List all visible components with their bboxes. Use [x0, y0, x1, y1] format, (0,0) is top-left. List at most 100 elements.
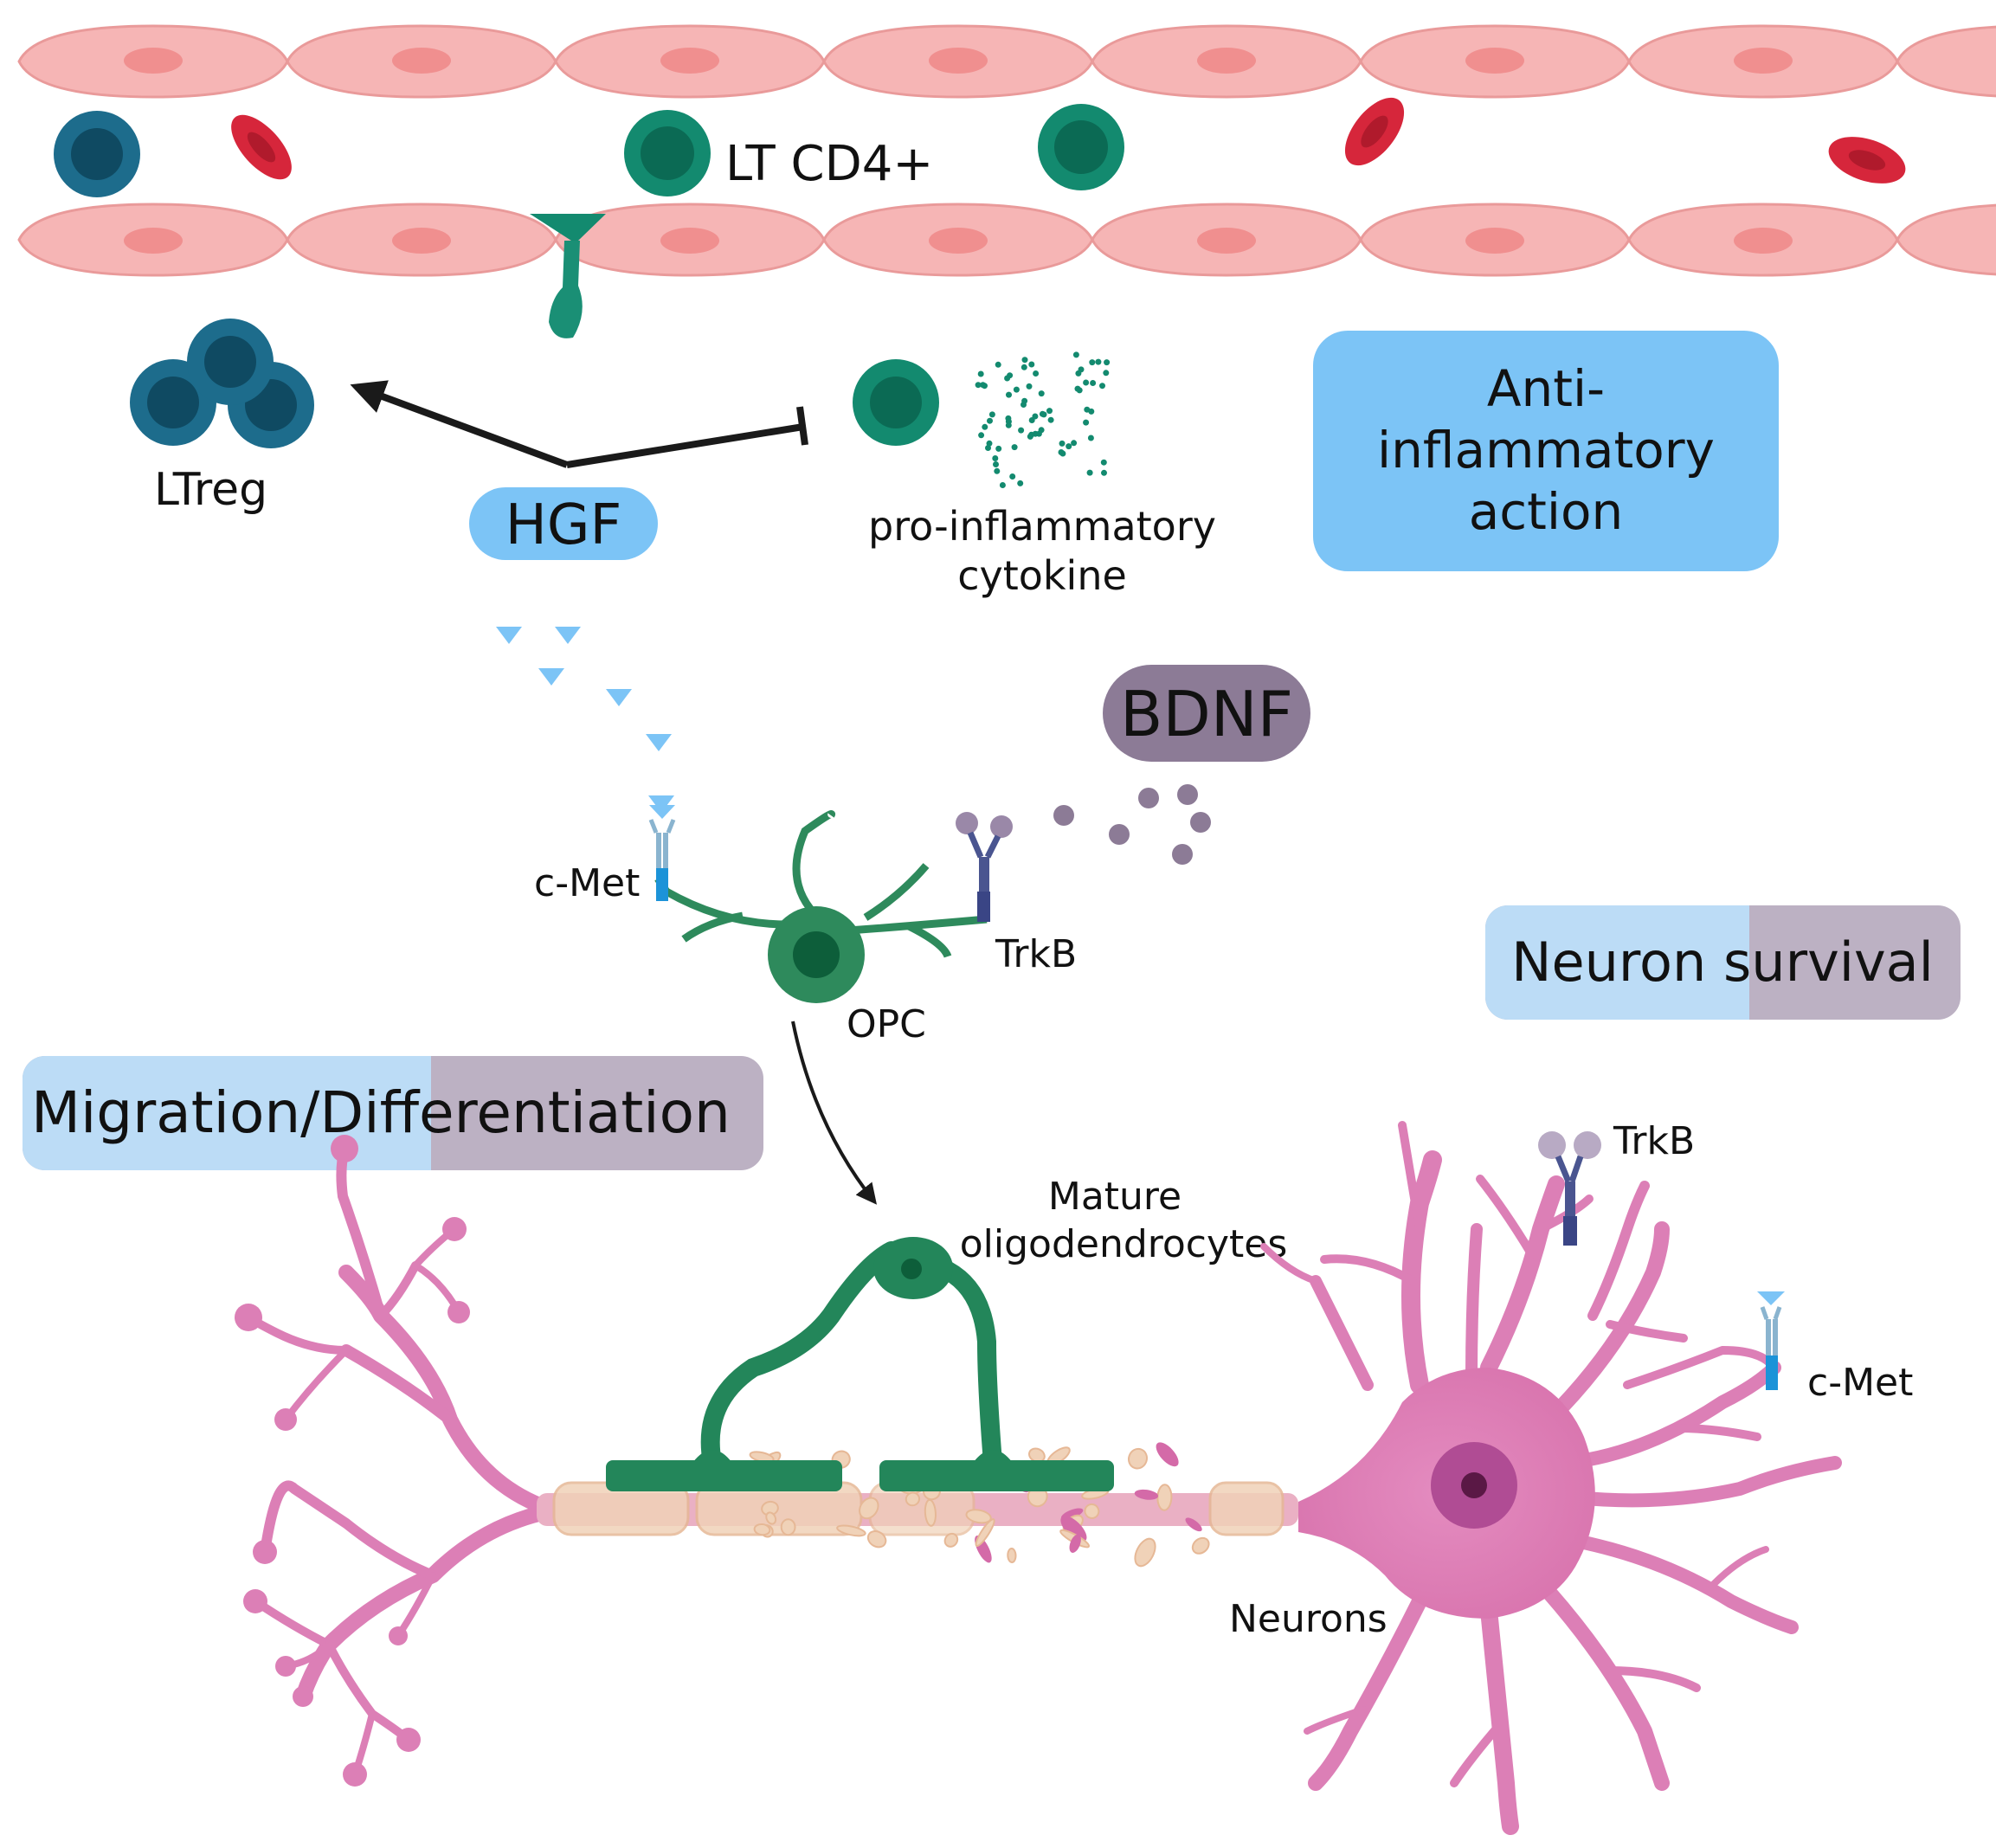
- neuron-survival-label: Neuron survival: [1511, 930, 1934, 994]
- cytokine-dot: [978, 432, 985, 439]
- vessel-wall-top: [17, 24, 1996, 99]
- vessel-wall-bottom: [17, 203, 1996, 277]
- cytokine-dot: [1021, 397, 1028, 404]
- debris-fragment: [1069, 1534, 1081, 1553]
- endothelial-cell: [1896, 203, 1996, 276]
- cytokine-dot: [982, 423, 988, 430]
- differentiation-arrow: [791, 1021, 877, 1205]
- cytokine-dot: [1035, 430, 1042, 437]
- cytokine-dot: [987, 417, 993, 424]
- cytokine-dot: [1059, 440, 1066, 447]
- cytokine-dot: [1039, 410, 1046, 417]
- debris-fragment: [1134, 1537, 1156, 1568]
- bdnf-molecules: [1053, 784, 1211, 865]
- cytokine-dot: [1066, 443, 1072, 450]
- neuron-dendrites-left: [244, 1143, 562, 1778]
- endothelial-nucleus: [1197, 48, 1256, 74]
- cytokine-dot: [1018, 427, 1025, 434]
- debris-fragment: [1156, 1442, 1179, 1467]
- t-cell-icon: [624, 110, 711, 196]
- cytokine-dot: [1083, 419, 1090, 426]
- debris-fragment: [1191, 1536, 1210, 1555]
- neurons-label: Neurons: [1229, 1597, 1388, 1641]
- cytokine-dot: [1086, 469, 1093, 476]
- trkb-neuron-label: TrkB: [1613, 1119, 1695, 1163]
- cytokine-particles: [975, 351, 1111, 488]
- cytokine-dot: [1072, 351, 1079, 358]
- opc-label: OPC: [847, 1002, 926, 1046]
- cytokine-dot: [993, 461, 999, 467]
- cmet-receptor-icon: [648, 805, 676, 901]
- red-blood-cell-icon: [1828, 137, 1906, 184]
- debris-fragment: [1134, 1489, 1159, 1500]
- cytokine-dot: [1033, 370, 1040, 377]
- endothelial-cell: [1896, 25, 1996, 98]
- cytokine-dot: [1047, 416, 1054, 423]
- cytokine-dot: [994, 467, 1001, 474]
- mature-oligodendrocyte-icon: [606, 1237, 1114, 1491]
- neuron-survival-badge: [1485, 905, 1961, 1020]
- debris-fragment: [965, 1509, 992, 1524]
- endothelial-nucleus: [929, 48, 988, 74]
- cytokine-dot: [1078, 366, 1085, 373]
- cytokine-dot: [1009, 473, 1016, 480]
- migration-differentiation-badge: [23, 1056, 763, 1170]
- anti-inflammatory-line3: action: [1469, 482, 1624, 541]
- cytokine-dot: [992, 455, 999, 461]
- endothelial-nucleus: [660, 228, 719, 254]
- mature-label: Mature: [1048, 1175, 1182, 1219]
- debris-fragment: [780, 1518, 796, 1536]
- pro-inflammatory-label: pro-inflammatory: [868, 503, 1216, 550]
- debris-fragment: [1156, 1484, 1173, 1511]
- t-cell-icon: [54, 111, 140, 197]
- debris-fragment: [866, 1530, 887, 1549]
- endothelial-nucleus: [392, 48, 451, 74]
- cytokine-dot: [1101, 469, 1107, 476]
- cmet-receptor-icon: [1757, 1291, 1785, 1390]
- cytokine-dot: [1005, 418, 1012, 425]
- debris-fragment: [753, 1523, 771, 1536]
- cytokine-dot: [986, 440, 993, 447]
- cytokine-dot: [1021, 364, 1027, 370]
- cytokine-dot: [1087, 435, 1094, 441]
- ltreg-label: LTreg: [154, 464, 267, 516]
- cmet-neuron-label: c-Met: [1807, 1361, 1913, 1405]
- endothelial-nucleus: [660, 48, 719, 74]
- endothelial-nucleus: [1465, 228, 1524, 254]
- cytokine-dot: [988, 411, 995, 418]
- red-blood-cell-icon: [1344, 97, 1405, 166]
- debris-fragment: [1185, 1517, 1202, 1532]
- cytokine-dot: [1017, 480, 1024, 486]
- transmigrating-t-cell: [530, 214, 606, 338]
- cytokine-dot: [1026, 383, 1033, 390]
- trkb-opc-label: TrkB: [995, 932, 1077, 976]
- debris-fragment: [1060, 1516, 1087, 1542]
- ltreg-cell-cluster: [130, 319, 314, 448]
- debris-fragment: [1007, 1548, 1017, 1563]
- endothelial-nucleus: [1734, 228, 1793, 254]
- hgf-badge: [469, 487, 658, 560]
- cmet-opc-label: c-Met: [534, 861, 640, 905]
- cytokine-dot: [995, 361, 1001, 368]
- cytokine-dot: [975, 382, 982, 389]
- cytokine-dot: [1071, 440, 1078, 447]
- opc-cell-icon: [654, 810, 988, 1003]
- bdnf-badge: [1103, 665, 1310, 762]
- endothelial-nucleus: [1197, 228, 1256, 254]
- cytokine-dot: [1038, 390, 1045, 397]
- debris-fragment: [1127, 1447, 1149, 1470]
- blood-vessel: [17, 24, 1996, 277]
- myelin-sheath: [552, 1481, 1285, 1536]
- trkb-receptor-icon: [1538, 1131, 1601, 1246]
- cytokine-dot: [995, 445, 1002, 452]
- endothelial-nucleus: [392, 228, 451, 254]
- endothelial-nucleus: [124, 228, 183, 254]
- cytokine-dot: [1103, 370, 1110, 377]
- inhibition-bar: [796, 406, 808, 446]
- cytokine-dot: [1083, 379, 1090, 386]
- migration-differentiation-label: Migration/Differentiation: [31, 1079, 731, 1146]
- cytokine-dot: [1011, 444, 1018, 451]
- cytokine-dot: [1104, 359, 1111, 366]
- cytokine-label: cytokine: [957, 552, 1127, 599]
- cytokine-dot: [1089, 359, 1096, 366]
